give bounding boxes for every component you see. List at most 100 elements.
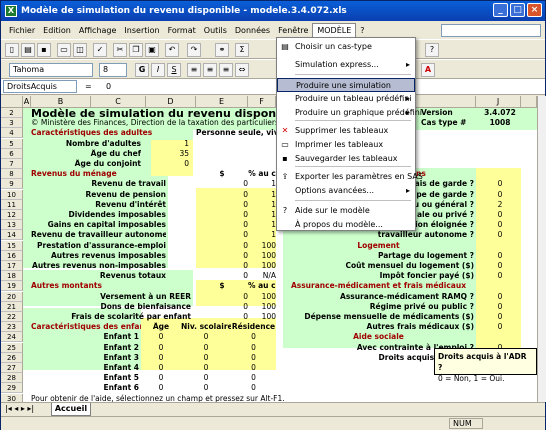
assurance-value[interactable]: 0 [497, 322, 503, 332]
row-header[interactable]: 5 [1, 138, 23, 149]
bold-button[interactable]: G [135, 63, 149, 77]
row-header[interactable]: 12 [1, 210, 23, 220]
right-value[interactable]: 2 [497, 199, 503, 209]
version-label[interactable]: Version [421, 108, 453, 117]
tab-scroll-arrows-icon[interactable]: |◂ ◂ ▸ ▸| [5, 404, 35, 413]
revenu-value[interactable]: 0 [243, 250, 248, 260]
undo-icon[interactable]: ↶ [165, 43, 179, 57]
font-name-select[interactable]: Tahoma [9, 63, 93, 77]
case-label[interactable]: Cas type # [421, 118, 467, 128]
section-revenus[interactable]: Revenus du ménage [31, 169, 117, 179]
assurance-label[interactable]: Assurance-médicament RAMQ ? [340, 291, 474, 301]
column-header-f[interactable]: F [248, 96, 276, 108]
enfant-age[interactable]: 0 [158, 383, 164, 393]
new-file-icon[interactable]: ▯ [5, 43, 19, 57]
assurance-label[interactable]: Autres frais médicaux ($) [366, 322, 474, 332]
right-label[interactable]: ntion éloignée ? [406, 220, 474, 230]
section-adults[interactable]: Caractéristiques des adultes [31, 128, 153, 138]
menu-donnees[interactable]: Données [234, 26, 271, 35]
enfant-res[interactable]: 0 [251, 332, 256, 342]
revenu-pct[interactable]: 1 [271, 210, 276, 219]
adult-label[interactable]: Âge du conjoint [74, 159, 141, 168]
menu-item[interactable]: Produire un graphique prédéfini▸ [277, 106, 422, 120]
res-header[interactable]: Résidence [231, 322, 276, 332]
enfant-age[interactable]: 0 [158, 342, 164, 352]
revenu-pct[interactable]: 1 [271, 220, 276, 230]
row-header[interactable]: 19 [1, 281, 23, 292]
underline-button[interactable]: S [167, 63, 181, 77]
right-label[interactable]: frais de garde ? [407, 179, 474, 189]
enfant-age[interactable]: 0 [158, 332, 164, 342]
revenu-value[interactable]: 0 [243, 189, 248, 199]
row-header[interactable]: 22 [1, 312, 23, 322]
row-header[interactable]: 2 [1, 108, 23, 118]
row-header[interactable]: 17 [1, 261, 23, 271]
menu-modele[interactable]: MODÈLE [312, 23, 357, 38]
version-value[interactable]: 3.4.072 [484, 108, 516, 117]
revenu-label[interactable]: Autres revenus non-imposables [32, 261, 166, 270]
logement-label[interactable]: Impôt foncier payé ($) [379, 271, 474, 281]
row-header[interactable]: 30 [1, 393, 23, 402]
revenu-label[interactable]: Prestation d'assurance-emploi [37, 240, 166, 250]
enfant-res[interactable]: 0 [251, 342, 256, 352]
adult-label[interactable]: Âge du chef [90, 148, 141, 158]
row-header[interactable]: 18 [1, 271, 23, 282]
autre-value[interactable]: 0 [243, 312, 248, 321]
enfant-age[interactable]: 0 [158, 373, 164, 383]
menu-help[interactable]: ? [360, 26, 365, 35]
menu-affichage[interactable]: Affichage [78, 26, 117, 35]
revenu-pct[interactable]: 100 [261, 240, 276, 250]
enfant-label[interactable]: Enfant 1 [103, 332, 139, 342]
section-right-fragment[interactable]: ns [416, 169, 426, 179]
niv-header[interactable]: Niv. scolaire [181, 322, 231, 332]
column-header-c[interactable]: C [91, 96, 146, 108]
font-color-icon[interactable]: A [421, 63, 435, 77]
age-header[interactable]: Âge [152, 322, 170, 332]
row-header[interactable]: 28 [1, 373, 23, 384]
row-header[interactable]: 7 [1, 159, 23, 169]
aide-label[interactable]: Droits acquis à l'ADR ? [378, 352, 474, 362]
tab-accueil[interactable]: Accueil [51, 403, 91, 416]
enfant-niv[interactable]: 0 [203, 352, 209, 362]
enfant-niv[interactable]: 0 [203, 342, 209, 352]
row-header[interactable]: 14 [1, 230, 23, 241]
revenu-label[interactable]: Revenu de pension [85, 189, 166, 199]
cut-icon[interactable]: ✂ [113, 43, 127, 57]
assurance-value[interactable]: 0 [497, 291, 503, 301]
column-header-b[interactable]: B [31, 96, 91, 108]
revenu-value[interactable]: 0 [243, 230, 248, 240]
revenu-pct[interactable]: 1 [271, 179, 276, 189]
row-header[interactable]: 23 [1, 322, 23, 333]
revenu-label[interactable]: Autres revenus imposables [50, 250, 166, 260]
section-autres[interactable]: Autres montants [31, 281, 102, 291]
assurance-label[interactable]: Dépense mensuelle de médicaments ($) [304, 312, 474, 321]
revenu-value[interactable]: 0 [243, 261, 248, 270]
autre-label[interactable]: Versement à un REER [100, 291, 191, 301]
right-label[interactable]: travailleur autonome ? [377, 230, 474, 240]
menu-item[interactable]: ?Aide sur le modèle [277, 204, 415, 218]
revenu-pct[interactable]: 100 [261, 250, 276, 260]
adult-label[interactable]: Nombre d'adultes [65, 138, 141, 148]
menu-item[interactable]: Options avancées...▸ [277, 184, 415, 198]
row-header[interactable]: 26 [1, 352, 23, 363]
italic-button[interactable]: I [151, 63, 165, 77]
menu-item[interactable]: ▤Choisir un cas-type [277, 40, 415, 54]
aide-label[interactable]: Avec contrainte à l'emploi ? [356, 342, 474, 352]
pct-header[interactable]: % au c [248, 169, 276, 179]
merge-center-icon[interactable]: ⇔ [235, 63, 249, 77]
row-header[interactable]: 24 [1, 332, 23, 343]
paste-icon[interactable]: ▣ [145, 43, 159, 57]
assurance-value[interactable]: 0 [497, 312, 503, 321]
menu-fichier[interactable]: Fichier [9, 26, 36, 35]
section-logement[interactable]: Logement [357, 240, 400, 250]
row-header[interactable]: 9 [1, 179, 23, 190]
right-label[interactable]: type de garde ? [407, 189, 474, 199]
right-label[interactable]: cu ou général ? [409, 199, 474, 209]
menu-format[interactable]: Format [167, 26, 196, 35]
adult-value[interactable]: 35 [179, 148, 189, 158]
row-header[interactable]: 3 [1, 118, 23, 129]
assurance-value[interactable]: 0 [497, 301, 503, 311]
enfant-label[interactable]: Enfant 4 [103, 363, 139, 372]
revenu-label[interactable]: Revenus totaux [99, 271, 166, 281]
